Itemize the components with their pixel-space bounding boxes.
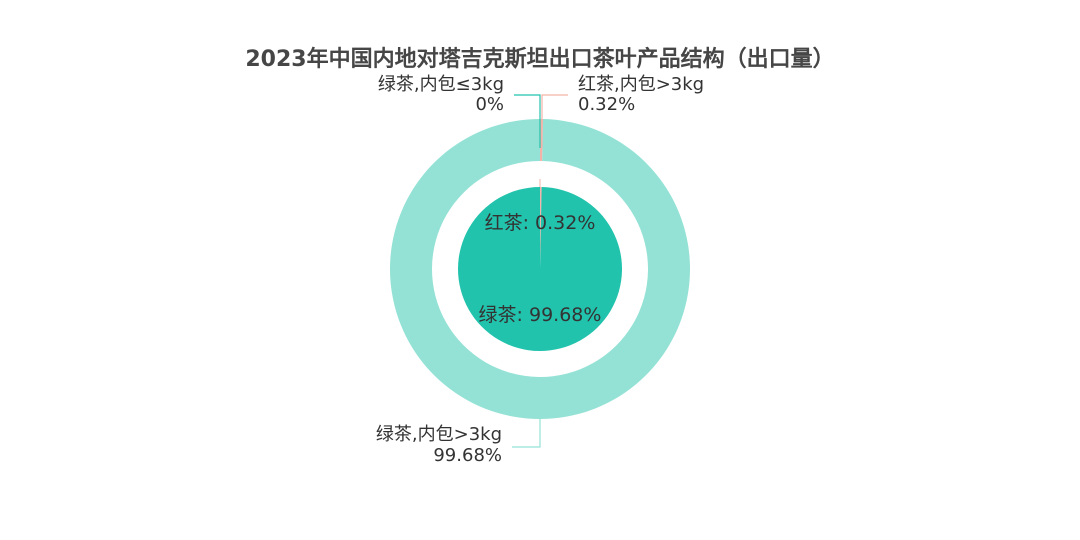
outer-label-red-large-name: 红茶,内包>3kg	[578, 74, 704, 95]
inner-pie	[458, 187, 623, 351]
chart-title: 2023年中国内地对塔吉克斯坦出口茶叶产品结构（出口量）	[245, 46, 834, 72]
leader-green-large	[512, 419, 541, 448]
outer-label-green-small-value: 0%	[475, 94, 504, 115]
inner-slice-1	[458, 187, 623, 351]
leader-red-large	[541, 94, 568, 148]
outer-label-green-large-value: 99.68%	[433, 445, 502, 466]
inner-slice-0	[540, 187, 542, 269]
leader-lines	[512, 94, 568, 448]
outer-label-green-small-name: 绿茶,内包≤3kg	[378, 74, 504, 95]
outer-label-red-large-value: 0.32%	[578, 94, 635, 115]
inner-label-green-tea: 绿茶: 99.68%	[479, 304, 602, 326]
leader-green-small	[514, 94, 541, 148]
inner-label-red-tea: 红茶: 0.32%	[485, 212, 596, 234]
outer-label-green-large-name: 绿茶,内包>3kg	[376, 424, 502, 445]
